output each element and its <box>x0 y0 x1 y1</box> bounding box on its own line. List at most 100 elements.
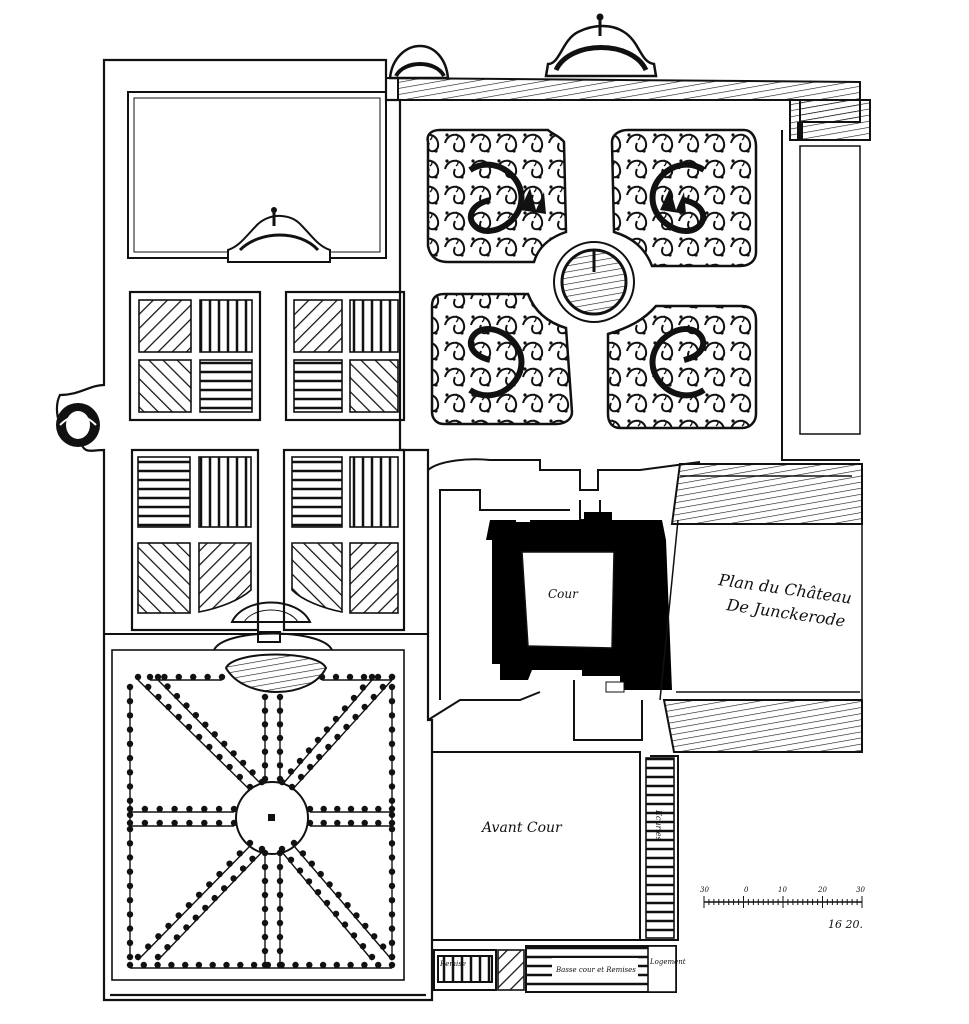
tree-mark <box>195 891 203 898</box>
tree-mark <box>308 860 315 867</box>
scale-tick-2: 10 <box>778 886 787 894</box>
tree-mark <box>276 748 284 755</box>
tree-mark <box>261 877 269 885</box>
tree-mark <box>388 911 396 918</box>
tree-mark <box>359 943 367 950</box>
tree-mark <box>165 922 172 930</box>
tree-mark <box>388 712 396 719</box>
tree-mark <box>347 805 355 813</box>
tree-mark <box>249 855 256 862</box>
upper-plot <box>127 91 387 259</box>
tree-mark <box>230 750 237 757</box>
tree-mark <box>126 754 134 762</box>
tree-mark <box>140 961 147 969</box>
tree-mark <box>362 922 369 930</box>
tree-mark <box>126 797 134 804</box>
tree-mark <box>230 819 238 827</box>
tree-mark <box>261 762 269 769</box>
tree-mark <box>287 856 295 863</box>
tree-mark <box>388 854 396 861</box>
tree-mark <box>333 961 340 969</box>
tree-mark <box>375 819 382 827</box>
tree-mark <box>239 759 247 767</box>
tree-mark <box>323 899 331 907</box>
tree-mark <box>173 934 181 941</box>
tree-mark <box>164 944 171 951</box>
tree-mark <box>126 854 134 861</box>
tree-mark <box>211 731 218 738</box>
tree-mark <box>379 683 387 691</box>
tree-mark <box>156 805 163 813</box>
tree-mark <box>316 753 323 761</box>
tree-mark <box>306 819 314 827</box>
tree-mark <box>126 961 134 969</box>
tree-mark <box>154 953 162 961</box>
scale-tick-4: 30 <box>856 886 865 894</box>
tree-mark <box>341 705 349 712</box>
tree-mark <box>388 840 396 847</box>
tree-mark <box>276 721 284 728</box>
tree-mark <box>276 693 284 701</box>
tree-mark <box>211 894 218 902</box>
tree-mark <box>276 877 284 885</box>
tree-mark <box>261 734 269 742</box>
gate <box>257 631 281 643</box>
tree-mark <box>276 905 284 913</box>
tree-mark <box>320 805 327 813</box>
tree-mark <box>347 961 354 969</box>
tree-mark <box>305 878 313 885</box>
tree-mark <box>326 881 333 888</box>
tree-mark <box>146 673 154 681</box>
tree-mark <box>317 870 324 878</box>
scale-bar: 30 0 10 20 30 16 20. <box>700 886 865 931</box>
tree-mark <box>353 912 360 919</box>
tree-mark <box>334 819 341 827</box>
fountain-niche-top-left <box>388 44 450 80</box>
tree-mark <box>173 692 181 700</box>
tree-mark <box>261 947 269 955</box>
tree-mark <box>226 763 233 771</box>
tree-mark <box>155 693 162 701</box>
tree-mark <box>276 933 284 941</box>
tree-mark <box>388 811 396 819</box>
tree-mark <box>388 726 396 733</box>
tree-mark <box>165 703 172 711</box>
tree-mark <box>388 673 396 681</box>
tree-mark <box>388 805 396 813</box>
tree-mark <box>206 881 213 888</box>
tree-mark <box>388 819 396 827</box>
tree-mark <box>246 783 254 791</box>
tree-mark <box>261 707 269 714</box>
tree-mark <box>126 925 134 932</box>
tree-mark <box>186 819 193 827</box>
side-niche-left <box>56 403 100 447</box>
tree-mark <box>145 943 152 950</box>
label-remise: Remise <box>439 960 466 968</box>
tree-mark <box>206 743 213 751</box>
tree-mark <box>126 811 134 819</box>
tree-mark <box>361 819 368 827</box>
tree-mark <box>141 805 149 813</box>
tree-mark <box>332 673 340 681</box>
tree-mark <box>190 673 197 681</box>
tree-mark <box>296 757 304 765</box>
tree-mark <box>161 673 168 681</box>
tree-mark <box>126 819 134 827</box>
tree-mark <box>307 763 314 771</box>
tree-mark <box>332 910 340 917</box>
tree-mark <box>350 694 358 702</box>
tree-mark <box>261 933 269 941</box>
tree-mark <box>287 768 295 775</box>
tree-mark <box>221 740 228 747</box>
tree-mark <box>375 961 382 969</box>
tree-mark <box>154 673 162 681</box>
tree-mark <box>292 961 299 969</box>
tree-mark <box>201 819 208 827</box>
tree-mark <box>126 740 134 747</box>
tree-mark <box>141 819 149 827</box>
tree-mark <box>318 673 326 681</box>
tree-mark <box>352 713 359 721</box>
tree-mark <box>239 865 247 872</box>
tree-mark <box>261 849 269 857</box>
tree-mark <box>305 747 313 754</box>
